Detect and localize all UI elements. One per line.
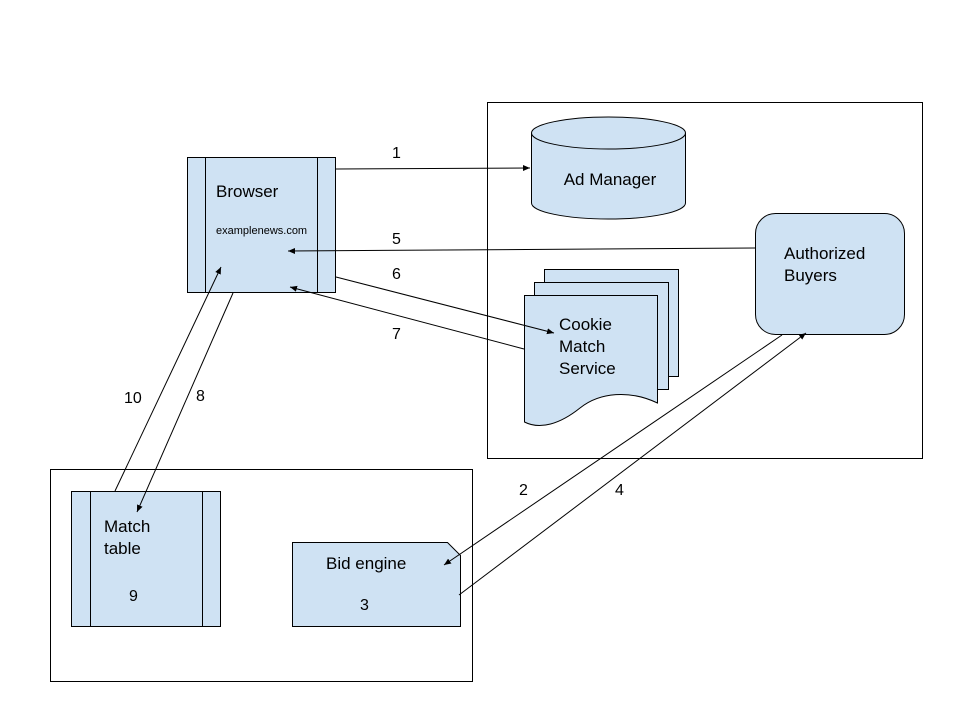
arrow-5-buyers-to-browser [287,247,756,254]
match-table-step: 9 [129,588,138,605]
match-table-label-1: Match [104,517,150,536]
arrow-1-browser-to-ad-manager [335,165,531,172]
bid-engine-step: 3 [360,597,369,614]
cookie-match-service-node: Cookie Match Service [524,269,679,426]
step-label-4: 4 [615,482,624,499]
step-labels: 1 5 6 7 10 8 2 4 [124,145,624,499]
ad-manager-cylinder [531,116,686,220]
match-table-label-2: table [104,539,141,558]
arrow-10-match-table-to-browser [114,266,222,492]
cookie-match-label-3: Service [559,359,616,378]
cookie-match-label-2: Match [559,337,605,356]
arrow-2-buyers-to-bid-engine [443,334,783,566]
step-label-7: 7 [392,326,401,343]
ad-manager-node: Ad Manager [531,116,686,220]
arrow-8-browser-to-match-table [136,292,234,513]
ad-manager-label: Ad Manager [564,170,657,189]
buyer-side-container [50,469,473,682]
step-label-5: 5 [392,231,401,248]
bid-engine-box [292,542,461,627]
arrow-6-browser-to-cookie-match [335,276,555,335]
step-label-8: 8 [196,388,205,405]
google-side-container [487,102,923,459]
cookie-match-label-1: Cookie [559,315,612,334]
browser-box [187,157,336,293]
browser-node: Browser examplenews.com [187,157,336,293]
match-table-box [71,491,221,627]
authorized-buyers-label-1: Authorized [784,244,865,263]
cookie-match-front-page [524,295,658,426]
authorized-buyers-label-2: Buyers [784,266,837,285]
authorized-buyers-box [755,213,905,335]
arrow-7-cookie-match-to-browser [289,285,525,350]
arrow-4-bid-engine-to-buyers [458,332,807,596]
bid-engine-label: Bid engine [326,554,406,573]
match-table-node: Match table 9 [71,491,221,627]
connectors [114,165,807,596]
authorized-buyers-node: Authorized Buyers [755,213,905,335]
step-label-1: 1 [392,145,401,162]
browser-domain: examplenews.com [216,225,307,237]
step-label-6: 6 [392,266,401,283]
step-label-10: 10 [124,390,142,407]
browser-title: Browser [216,182,279,201]
bid-engine-node: Bid engine 3 [292,542,461,627]
step-label-2: 2 [519,482,528,499]
